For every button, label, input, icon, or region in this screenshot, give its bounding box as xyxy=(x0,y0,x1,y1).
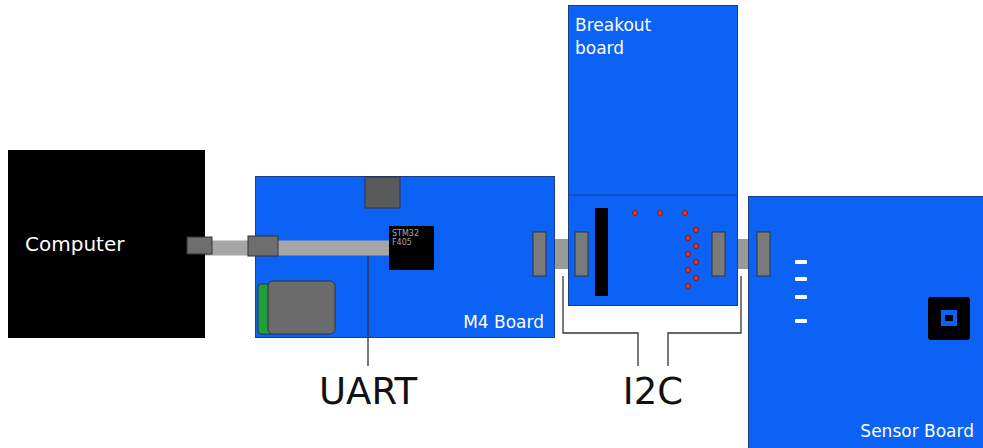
board-box: Breakout board xyxy=(568,5,738,306)
board-box: STM32 F405 M4 Board xyxy=(255,176,555,338)
ribbon-plug xyxy=(757,232,770,276)
leader-bracket xyxy=(668,276,741,366)
cable-plug xyxy=(248,236,278,256)
sd-socket xyxy=(268,281,335,334)
signal-name: UART xyxy=(319,372,417,413)
sensor-die xyxy=(945,315,953,321)
header-bar xyxy=(595,208,608,296)
ribbon-cable xyxy=(738,239,748,269)
board-connector xyxy=(365,177,400,208)
ribbon-cable xyxy=(555,239,568,269)
computer-box: Computer xyxy=(8,150,205,338)
text-holder: Breakout board xyxy=(575,14,675,60)
chip-label: STM32 F405 xyxy=(392,230,428,248)
sd-card xyxy=(258,284,274,334)
board-label: M4 Board xyxy=(463,312,544,332)
text-holder: M4 Board xyxy=(463,312,544,332)
board-label: Computer xyxy=(25,232,124,256)
usb-cable xyxy=(205,241,389,256)
text-holder: UART xyxy=(319,372,417,413)
ribbon-plug xyxy=(533,232,546,276)
leader-bracket xyxy=(563,276,638,366)
board-label: Breakout board xyxy=(575,14,675,60)
chip-box: STM32 F405 xyxy=(389,226,434,270)
cable-plug xyxy=(187,237,212,254)
sensor-window xyxy=(941,310,957,326)
ribbon-plug xyxy=(575,232,588,276)
solder-pads xyxy=(632,210,698,288)
board-box: Sensor Board xyxy=(748,196,983,448)
board-label: Sensor Board xyxy=(860,421,974,441)
text-holder: STM32 F405 xyxy=(392,230,428,249)
signal-name: I2C xyxy=(623,372,683,413)
text-holder: Computer xyxy=(25,232,124,256)
led-marks xyxy=(795,260,807,323)
sensor-chip xyxy=(928,297,970,340)
leader-line xyxy=(367,256,368,366)
text-holder: I2C xyxy=(623,372,683,413)
board-edge xyxy=(568,194,738,195)
text-holder: Sensor Board xyxy=(860,421,974,441)
ribbon-plug xyxy=(712,232,725,276)
